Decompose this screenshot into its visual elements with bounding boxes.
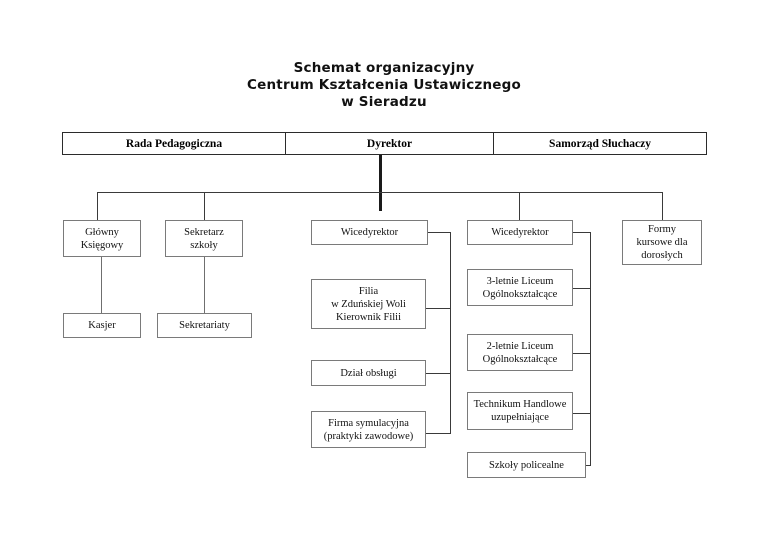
node-liceum-3letnie-line-1: 3-letnie Liceum [486, 275, 554, 287]
node-glowny-ksiegowy[interactable]: Główny Księgowy [63, 220, 141, 257]
node-technikum-handlowe-line-2: uzupełniające [491, 412, 549, 423]
node-glowny-ksiegowy-line-1: Główny [85, 226, 119, 238]
node-liceum-2letnie-line-1: 2-letnie Liceum [486, 340, 554, 352]
connector-dyrektor-trunk [379, 155, 382, 211]
connector-drop-sekretarz-szkoly [204, 192, 205, 220]
node-formy-kursowe-line-2: kursowe dla [636, 237, 688, 248]
connector-bus-to-dzial-obslugi [425, 373, 451, 374]
node-liceum-3letnie[interactable]: 3-letnie Liceum Ogólnokształcące [467, 269, 573, 306]
node-liceum-3letnie-line-2: Ogólnokształcące [482, 288, 558, 300]
connector-drop-wicedyrektor-prawy [519, 192, 520, 220]
node-sekretariaty[interactable]: Sekretariaty [157, 313, 252, 338]
connector-bus-to-technikum-handlowe [572, 413, 591, 414]
connector-bus-to-filia [425, 308, 451, 309]
node-sekretariaty-line-1: Sekretariaty [179, 320, 230, 331]
node-firma-symulacyjna-line-2: (praktyki zawodowe) [323, 430, 414, 442]
title-line-3: w Sieradzu [341, 94, 427, 110]
node-technikum-handlowe-line-1: Technikum Handlowe [473, 399, 567, 410]
node-sekretarz-szkoly[interactable]: Sekretarz szkoły [165, 220, 243, 257]
connector-main-bus [97, 192, 663, 193]
node-sekretarz-szkoly-line-2: szkoły [190, 239, 218, 251]
page-title: Schemat organizacyjny Centrum Kształceni… [0, 60, 768, 111]
title-line-1: Schemat organizacyjny [293, 60, 475, 76]
node-filia-line-3: Kierownik Filii [335, 311, 402, 323]
connector-wicedyrektor-srodek-stub [428, 232, 451, 233]
node-formy-kursowe-line-3: dorosłych [641, 250, 683, 261]
node-filia-zdunska-wola[interactable]: Filia w Zduńskiej Woli Kierownik Filii [311, 279, 426, 329]
connector-bus-to-liceum-2letnie [572, 353, 591, 354]
connector-glowny-ksiegowy-to-kasjer [101, 257, 102, 313]
connector-right-vertical-bus [590, 232, 591, 465]
node-liceum-2letnie-line-2: Ogólnokształcące [482, 353, 558, 365]
top-level-row: Rada Pedagogiczna Dyrektor Samorząd Słuc… [62, 132, 707, 155]
node-dzial-obslugi-line-1: Dział obsługi [340, 367, 397, 379]
node-szkoly-policealne[interactable]: Szkoły policealne [467, 452, 586, 478]
node-firma-symulacyjna[interactable]: Firma symulacyjna (praktyki zawodowe) [311, 411, 426, 448]
header-cell-dyrektor[interactable]: Dyrektor [285, 133, 494, 154]
node-glowny-ksiegowy-line-2: Księgowy [80, 239, 124, 251]
connector-drop-formy-kursowe [662, 192, 663, 220]
connector-bus-to-firma-symulacyjna [425, 433, 451, 434]
node-filia-line-1: Filia [358, 285, 379, 297]
node-wicedyrektor-srodek-line-1: Wicedyrektor [340, 227, 399, 238]
node-dzial-obslugi[interactable]: Dział obsługi [311, 360, 426, 386]
connector-middle-vertical-bus [450, 232, 451, 433]
node-liceum-2letnie[interactable]: 2-letnie Liceum Ogólnokształcące [467, 334, 573, 371]
connector-sekretarz-to-sekretariaty [204, 257, 205, 313]
node-filia-line-2: w Zduńskiej Woli [331, 298, 406, 310]
node-formy-kursowe-line-1: Formy [647, 224, 676, 235]
node-kasjer-line-1: Kasjer [88, 320, 116, 331]
node-formy-kursowe-dla-doroslych[interactable]: Formy kursowe dla dorosłych [622, 220, 702, 265]
connector-drop-glowny-ksiegowy [97, 192, 98, 220]
node-szkoly-policealne-line-1: Szkoły policealne [489, 459, 564, 471]
title-line-2: Centrum Kształcenia Ustawicznego [247, 77, 521, 93]
node-kasjer[interactable]: Kasjer [63, 313, 141, 338]
header-cell-rada-pedagogiczna[interactable]: Rada Pedagogiczna [125, 137, 223, 150]
header-cell-samorzad-sluchaczy[interactable]: Samorząd Słuchaczy [549, 137, 651, 150]
node-wicedyrektor-srodek[interactable]: Wicedyrektor [311, 220, 428, 245]
node-wicedyrektor-prawy-line-1: Wicedyrektor [491, 227, 549, 238]
node-sekretarz-szkoly-line-1: Sekretarz [184, 226, 224, 238]
connector-wicedyrektor-prawy-stub [573, 232, 591, 233]
connector-bus-to-liceum-3letnie [572, 288, 591, 289]
node-wicedyrektor-prawy[interactable]: Wicedyrektor [467, 220, 573, 245]
node-technikum-handlowe[interactable]: Technikum Handlowe uzupełniające [467, 392, 573, 430]
node-firma-symulacyjna-line-1: Firma symulacyjna [328, 417, 409, 429]
